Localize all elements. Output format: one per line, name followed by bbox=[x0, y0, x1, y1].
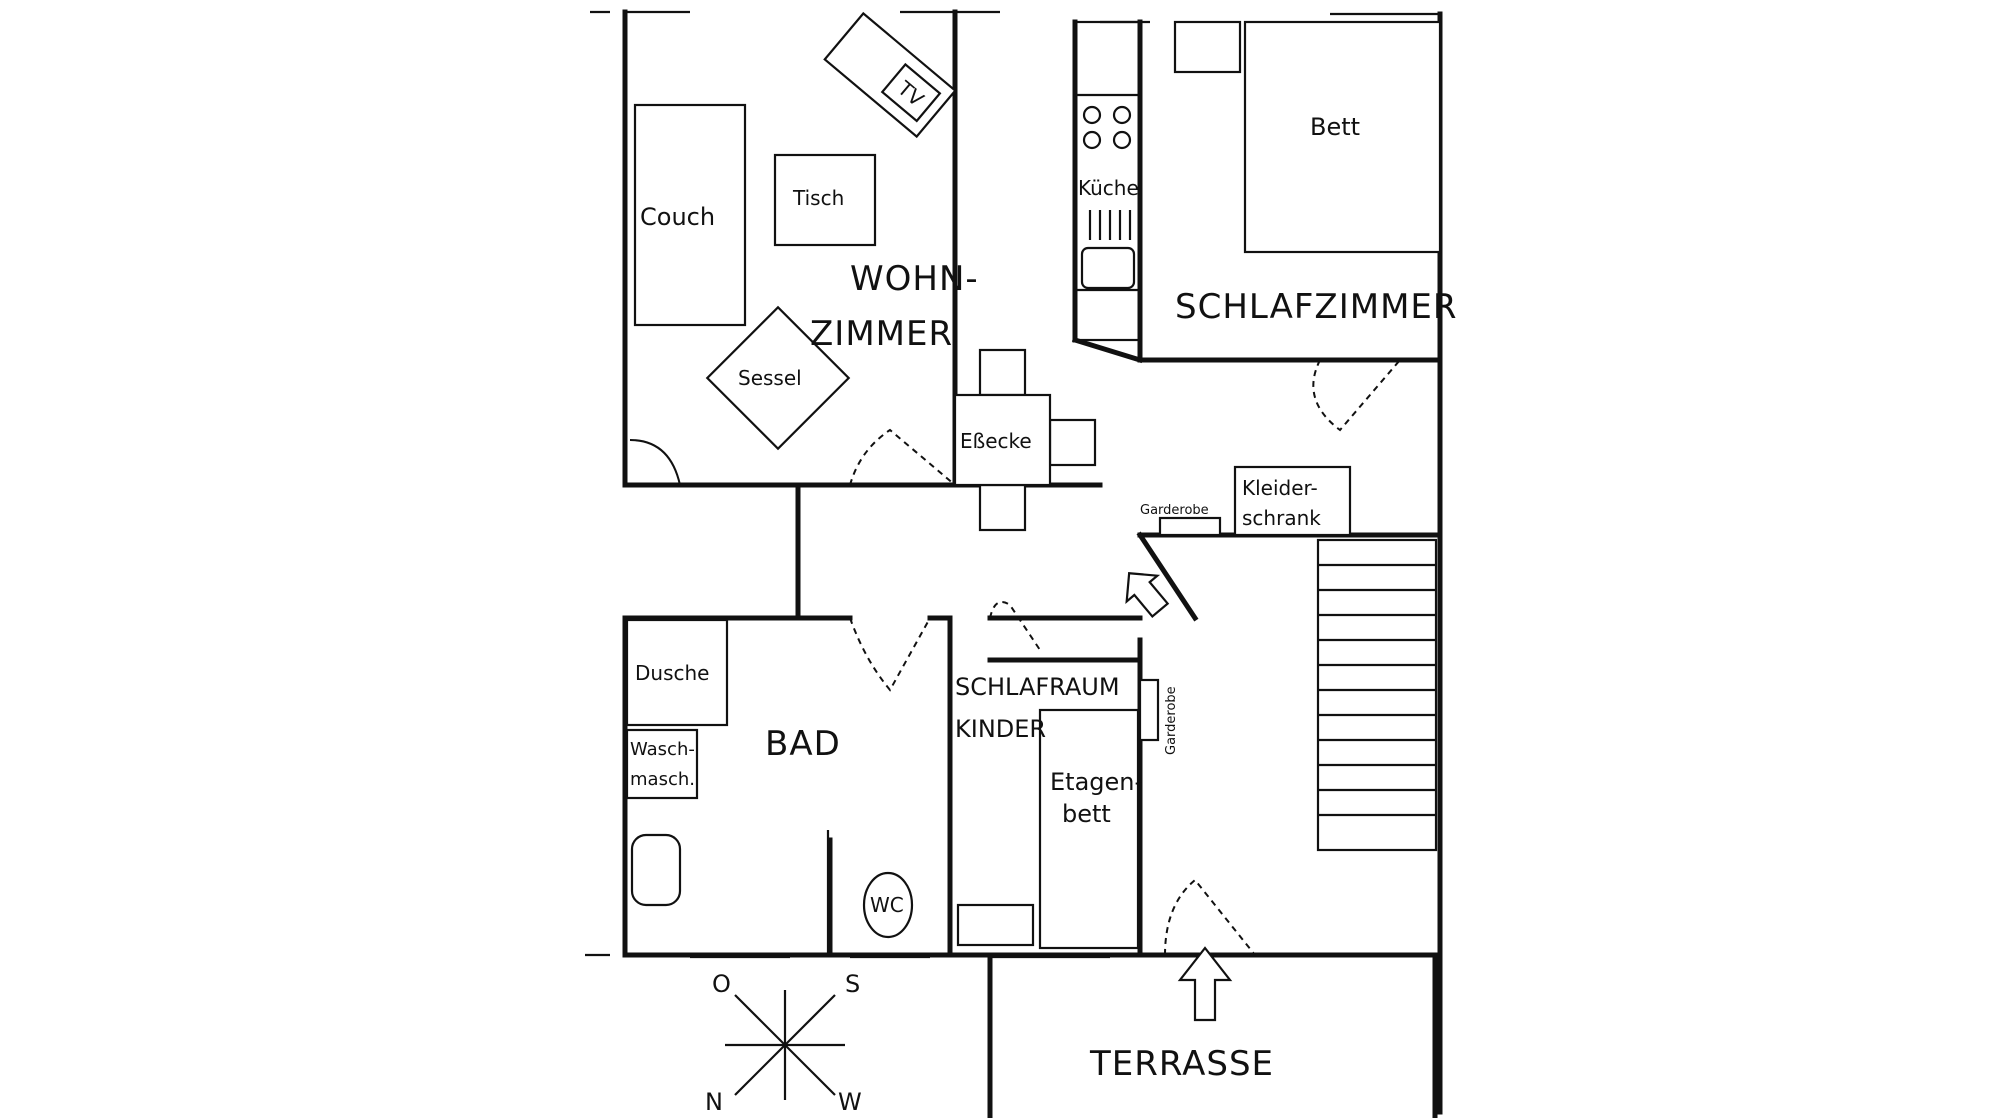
compass: O S N W bbox=[705, 970, 862, 1116]
outer-walls bbox=[585, 9, 1443, 1118]
compass-o: O bbox=[712, 970, 731, 998]
dining-label: Eßecke bbox=[960, 429, 1032, 453]
coat-rack-label-1: Garderobe bbox=[1140, 503, 1209, 518]
wardrobe-label-1: Kleider- bbox=[1242, 476, 1318, 500]
kids-room: SCHLAFRAUM KINDER Etagen- bett bbox=[955, 673, 1143, 950]
kitchen: Küche bbox=[1073, 20, 1142, 342]
terrace-label: TERRASSE bbox=[1089, 1044, 1274, 1084]
doors bbox=[629, 359, 1401, 956]
hall: Kleider- schrank Garderobe Garderobe bbox=[1125, 465, 1438, 852]
bed-label: Bett bbox=[1310, 113, 1360, 141]
washer-label-2: masch. bbox=[630, 769, 695, 790]
bedroom-label: SCHLAFZIMMER bbox=[1175, 287, 1458, 327]
terrace: TERRASSE bbox=[1089, 946, 1274, 1084]
kids-room-label-2: KINDER bbox=[955, 715, 1046, 743]
kitchen-label: Küche bbox=[1078, 176, 1139, 200]
bathroom: Dusche Wasch- masch. WC BAD bbox=[625, 618, 914, 955]
compass-w: W bbox=[838, 1088, 862, 1116]
couch-shape bbox=[633, 103, 747, 327]
living-room: TV Couch Tisch Sessel WOHN- ZIMMER bbox=[633, 11, 979, 451]
couch-label: Couch bbox=[640, 203, 715, 231]
compass-n: N bbox=[705, 1088, 723, 1116]
stairs bbox=[1318, 563, 1436, 817]
living-room-label-2: ZIMMER bbox=[810, 314, 953, 354]
terrace-arrow bbox=[1177, 946, 1233, 1022]
armchair-label: Sessel bbox=[738, 366, 802, 390]
coat-rack-label-2: Garderobe bbox=[1164, 686, 1179, 755]
bunk-label-2: bett bbox=[1062, 800, 1111, 828]
wc-label: WC bbox=[870, 893, 904, 917]
table-label: Tisch bbox=[792, 186, 844, 210]
dining-corner: Eßecke bbox=[953, 348, 1097, 532]
kids-room-label-1: SCHLAFRAUM bbox=[955, 673, 1120, 701]
washer-label-1: Wasch- bbox=[630, 739, 695, 760]
compass-s: S bbox=[845, 970, 860, 998]
entrance-arrow bbox=[1125, 572, 1170, 618]
living-room-label-1: WOHN- bbox=[850, 259, 979, 299]
bath-label: BAD bbox=[765, 724, 841, 764]
shower-label: Dusche bbox=[635, 661, 709, 685]
bunk-label-1: Etagen- bbox=[1050, 768, 1143, 796]
bedroom: Bett SCHLAFZIMMER bbox=[1173, 20, 1458, 327]
wardrobe-label-2: schrank bbox=[1242, 506, 1321, 530]
table-shape bbox=[773, 153, 877, 247]
